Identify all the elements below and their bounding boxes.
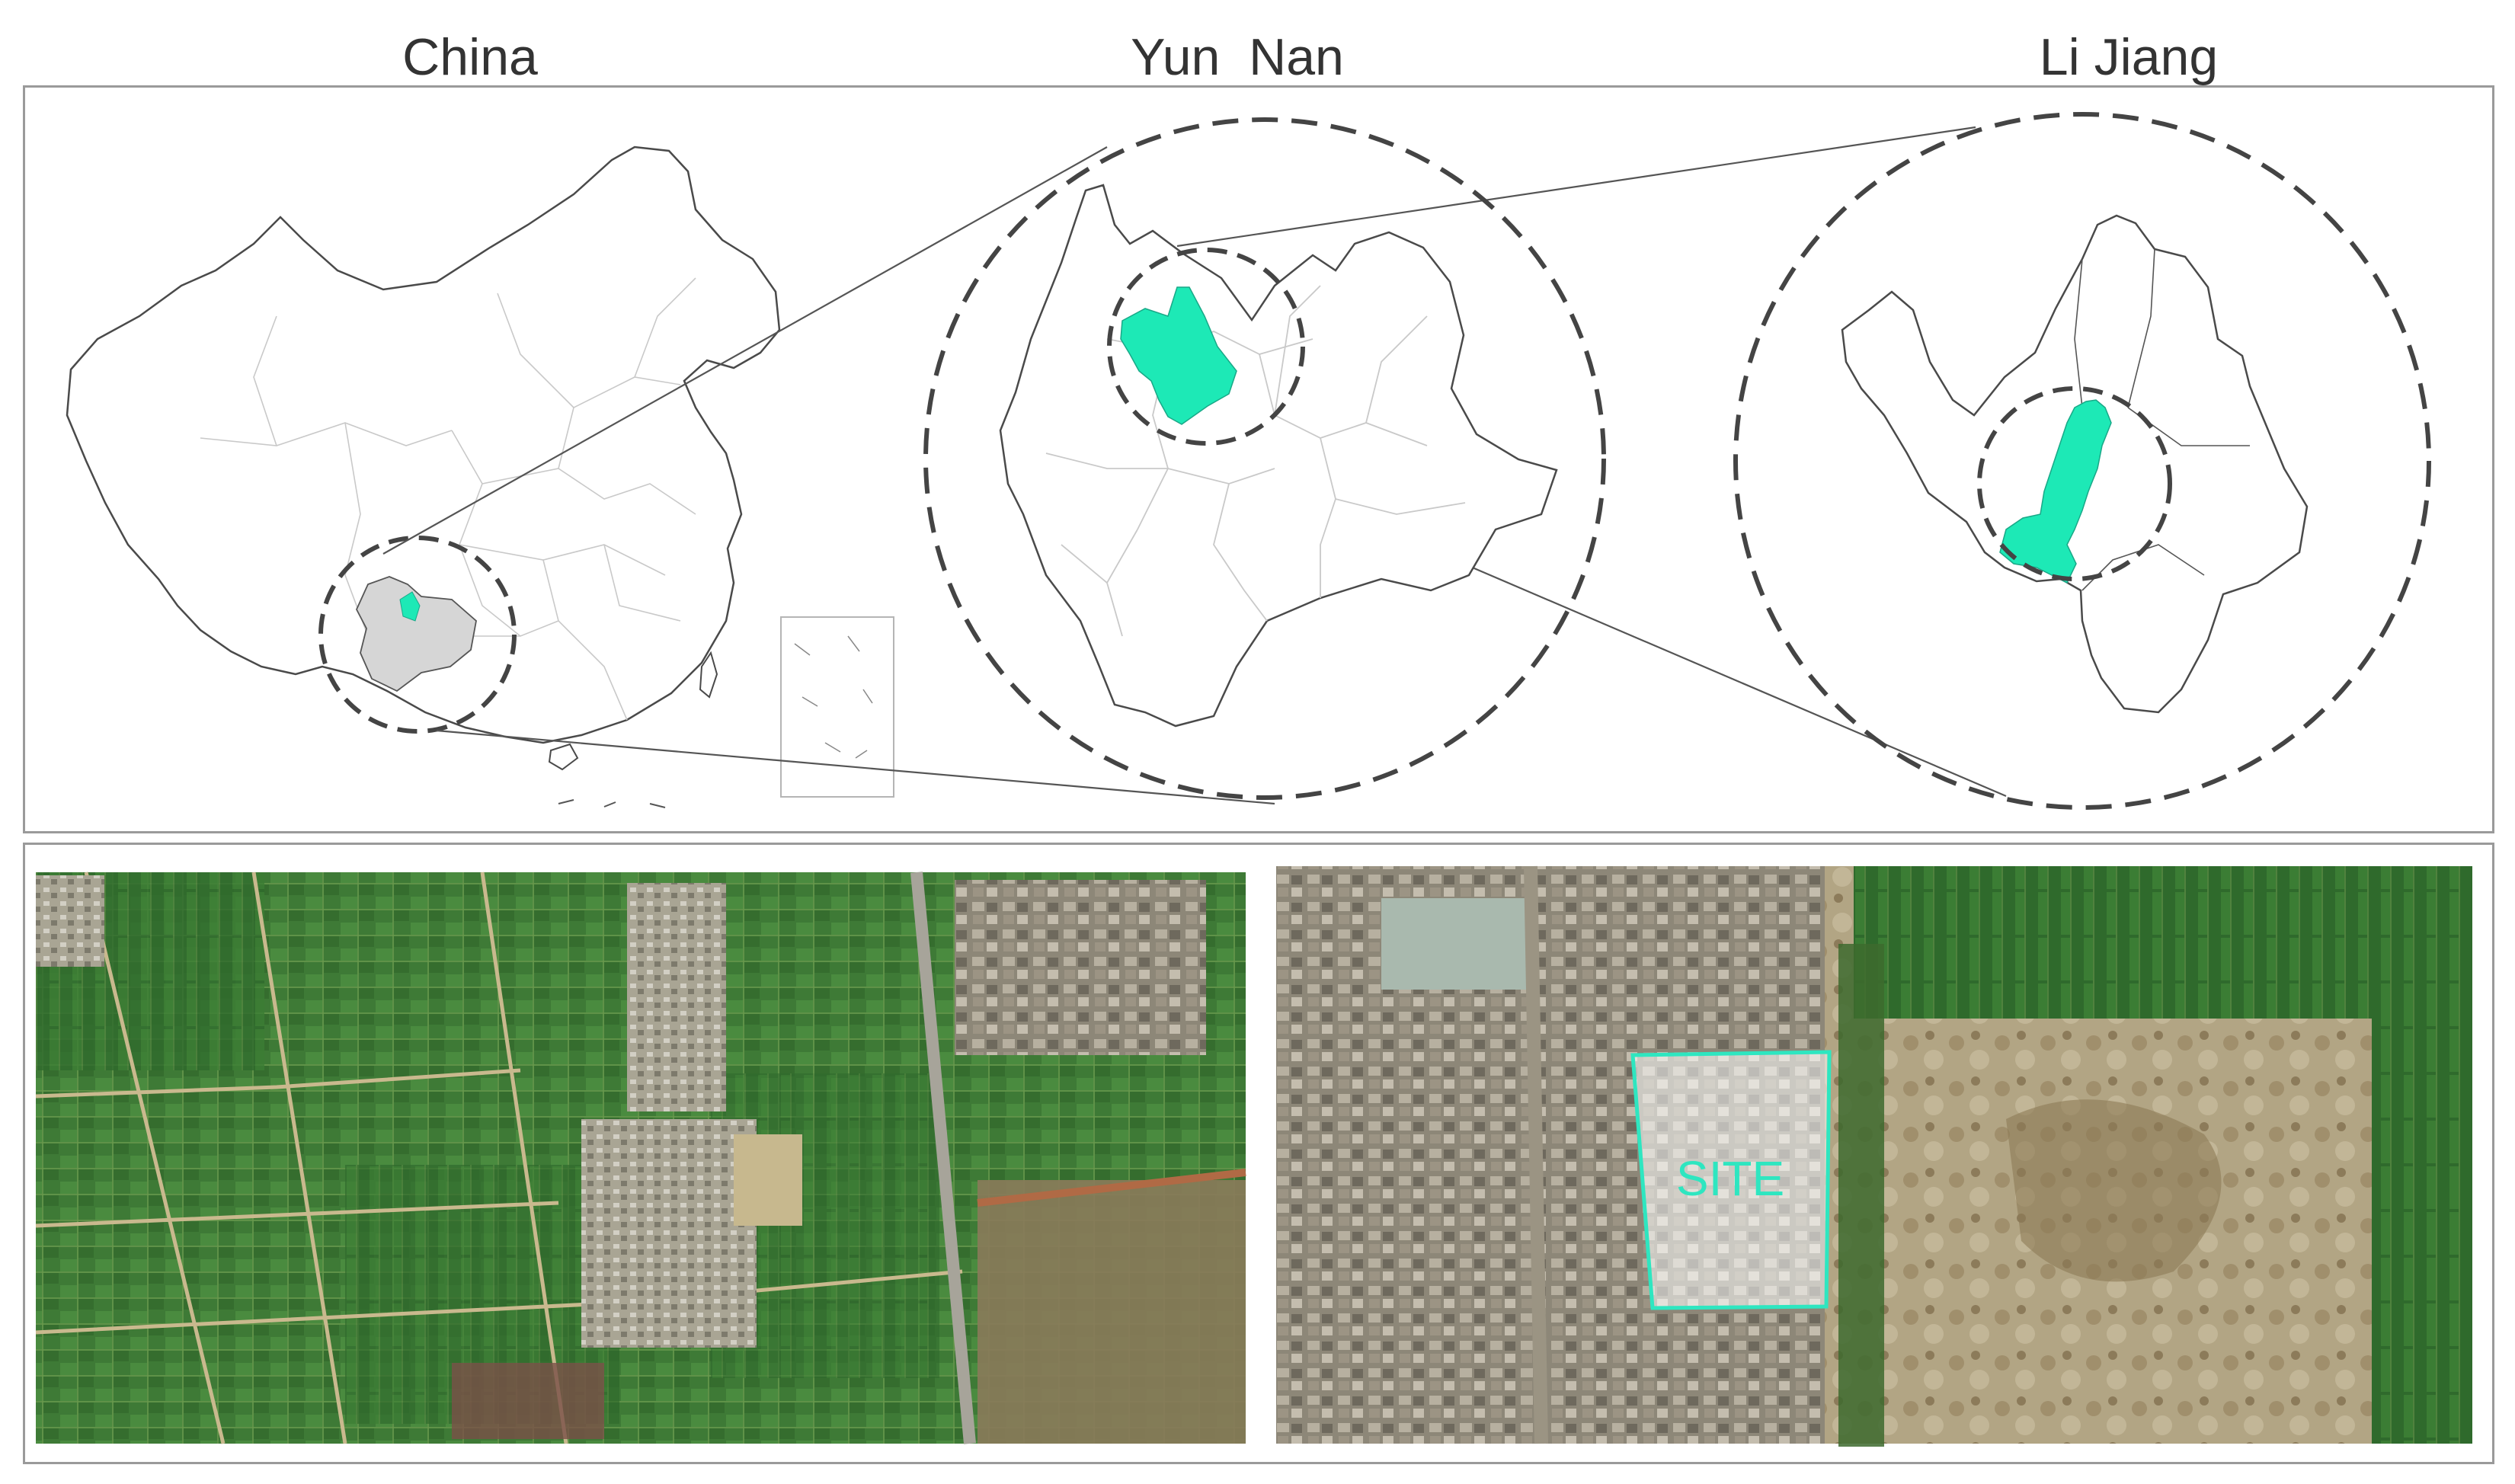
overview-field-roads <box>35 872 963 1444</box>
lijiang-zoom-circle <box>1733 112 2431 810</box>
locator-map-panel <box>23 85 2494 833</box>
lijiang-title: Li Jiang <box>2039 28 2219 86</box>
site-boundary <box>1630 1050 1832 1310</box>
china-map <box>66 146 894 808</box>
overview-village-center <box>581 1119 757 1348</box>
site-green-fields <box>1854 866 2472 1019</box>
lijiang-site-district-highlight <box>1999 399 2112 584</box>
overview-construction-area <box>978 1180 1246 1444</box>
south-china-sea-inset <box>780 616 894 798</box>
site-label: SITE <box>1676 1151 1784 1206</box>
lijiang-site-zoom-circle <box>1977 386 2172 581</box>
china-title: China <box>402 28 538 86</box>
taiwan-island <box>699 651 718 699</box>
south-china-sea-islands <box>794 635 873 759</box>
satellite-imagery-panel: SITE <box>23 843 2494 1464</box>
yunnan-zoom-circle <box>923 117 1606 800</box>
overview-village-west <box>36 875 104 967</box>
yunnan-lijiang-zoom-circle <box>1107 248 1305 446</box>
site-warehouse-roof <box>1381 898 1526 990</box>
hainan-island <box>548 743 579 771</box>
china-coast-fragments <box>558 799 666 808</box>
yunnan-map <box>923 117 1606 800</box>
site-street <box>1524 865 1548 1444</box>
overview-residential-compound <box>955 880 1206 1055</box>
overview-main-road <box>910 872 976 1444</box>
satellite-image-overview <box>35 872 1246 1444</box>
china-lijiang-highlight <box>399 591 421 622</box>
satellite-image-site: SITE <box>1276 865 2472 1447</box>
china-zoom-circle <box>318 536 517 734</box>
locator-map <box>66 112 2431 810</box>
yunnan-lijiang-highlight <box>1120 286 1237 425</box>
china-yunnan-region <box>355 576 477 692</box>
satellite-imagery: SITE <box>35 865 2472 1447</box>
overview-village-north <box>627 883 726 1111</box>
china-outline <box>66 146 781 744</box>
yunnan-outline <box>999 184 1558 728</box>
yunnan-title: Yun Nan <box>1131 28 1344 86</box>
lijiang-map <box>1733 112 2431 810</box>
yunnan-prefecture-borders <box>1045 285 1466 637</box>
